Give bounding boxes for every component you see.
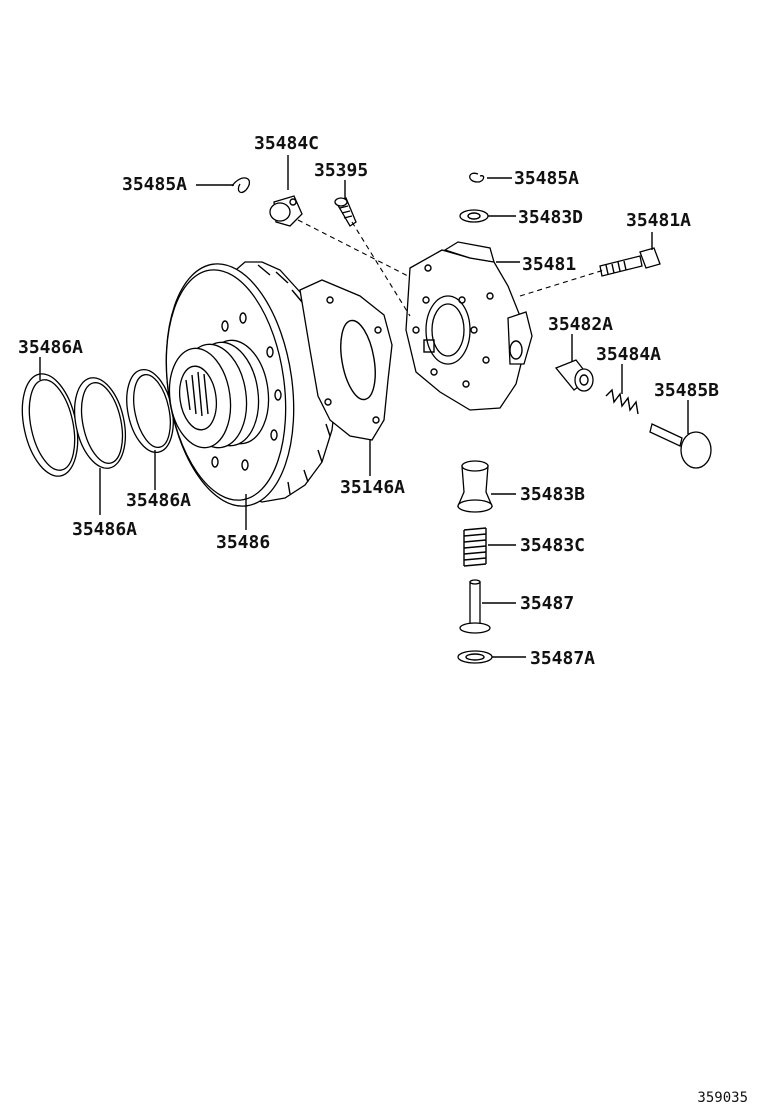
sleeve-35483b	[457, 460, 493, 513]
valve-35482a	[554, 359, 594, 392]
label-35483b: 35483B	[520, 484, 585, 505]
label-35481a: 35481A	[626, 210, 691, 231]
bolt-35481a	[599, 247, 661, 277]
label-35486: 35486	[216, 532, 270, 553]
valve-35485b	[649, 423, 712, 469]
label-35481: 35481	[522, 254, 576, 275]
gasket	[299, 279, 393, 441]
washer-35483d	[459, 209, 489, 223]
seal-ring-large	[21, 373, 79, 477]
label-35484c: 35484C	[254, 133, 319, 154]
label-35482a: 35482A	[548, 314, 613, 335]
snap-ring-35487a	[457, 650, 493, 664]
label-35483d: 35483D	[518, 207, 583, 228]
label-35146a: 35146A	[340, 477, 405, 498]
pin-35395	[334, 197, 357, 227]
label-35486a-low: 35486A	[72, 519, 137, 540]
label-35485a-right: 35485A	[514, 168, 579, 189]
seal-ring-small	[126, 369, 174, 453]
label-35485b: 35485B	[654, 380, 719, 401]
spring-35484a	[605, 388, 639, 415]
label-35484a: 35484A	[596, 344, 661, 365]
pin-35487	[459, 579, 491, 634]
label-35486a-top: 35486A	[18, 337, 83, 358]
e-clip-left	[231, 177, 251, 194]
label-35486a-mid: 35486A	[126, 490, 191, 511]
label-35483c: 35483C	[520, 535, 585, 556]
plug-35484c	[269, 195, 303, 227]
pump-cover	[405, 241, 533, 411]
label-35395: 35395	[314, 160, 368, 181]
seal-ring-middle	[74, 377, 126, 469]
label-35487a: 35487A	[530, 648, 595, 669]
diagram-code: 359035	[697, 1090, 748, 1106]
label-35487: 35487	[520, 593, 574, 614]
e-clip-right	[469, 172, 485, 183]
oil-pump-body	[165, 261, 337, 507]
spring-35483c	[463, 527, 487, 567]
label-35485a-left: 35485A	[122, 174, 187, 195]
